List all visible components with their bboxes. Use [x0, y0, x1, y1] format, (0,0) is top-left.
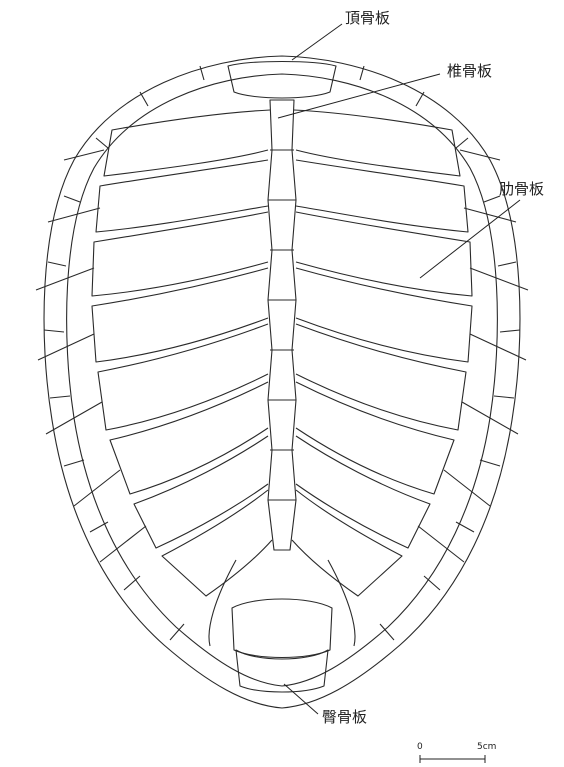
costal-plate-right-6 — [296, 382, 454, 494]
suprapygal-plate — [232, 599, 332, 658]
leader-costal — [420, 200, 520, 278]
peripheral-inner-edge — [67, 74, 498, 686]
costal-plate-left-2 — [96, 160, 268, 232]
leader-nuchal — [292, 24, 342, 60]
costal-plate-left-7 — [134, 436, 268, 548]
costal-plate-left-5 — [98, 324, 268, 430]
costal-plate-left-8 — [162, 490, 272, 596]
scale-label-end: 5cm — [477, 742, 496, 752]
nuchal-plate — [228, 62, 336, 99]
costal-plate-right-1 — [294, 110, 460, 176]
label-nuchal: 頂骨板 — [345, 7, 390, 28]
label-pygal: 臀骨板 — [322, 706, 367, 727]
label-neural: 椎骨板 — [447, 60, 492, 81]
costal-plate-right-2 — [296, 160, 468, 232]
costal-plate-right-4 — [296, 268, 472, 362]
costal-plate-left-3 — [92, 212, 268, 296]
neural-column — [268, 100, 296, 550]
costal-plate-right-5 — [296, 324, 466, 430]
scale-label-start: 0 — [417, 742, 423, 752]
label-costal: 肋骨板 — [499, 178, 544, 199]
costal-plate-right-8 — [292, 490, 402, 596]
leader-pygal — [284, 684, 318, 714]
costal-plate-right-3 — [296, 212, 472, 296]
peripheral-outer-edge — [44, 56, 520, 708]
costal-plate-left-1 — [104, 110, 270, 176]
costal-plate-left-6 — [110, 382, 268, 494]
leader-neural — [278, 74, 440, 118]
costal-plate-right-7 — [296, 436, 430, 548]
costal-plate-left-4 — [92, 268, 268, 362]
